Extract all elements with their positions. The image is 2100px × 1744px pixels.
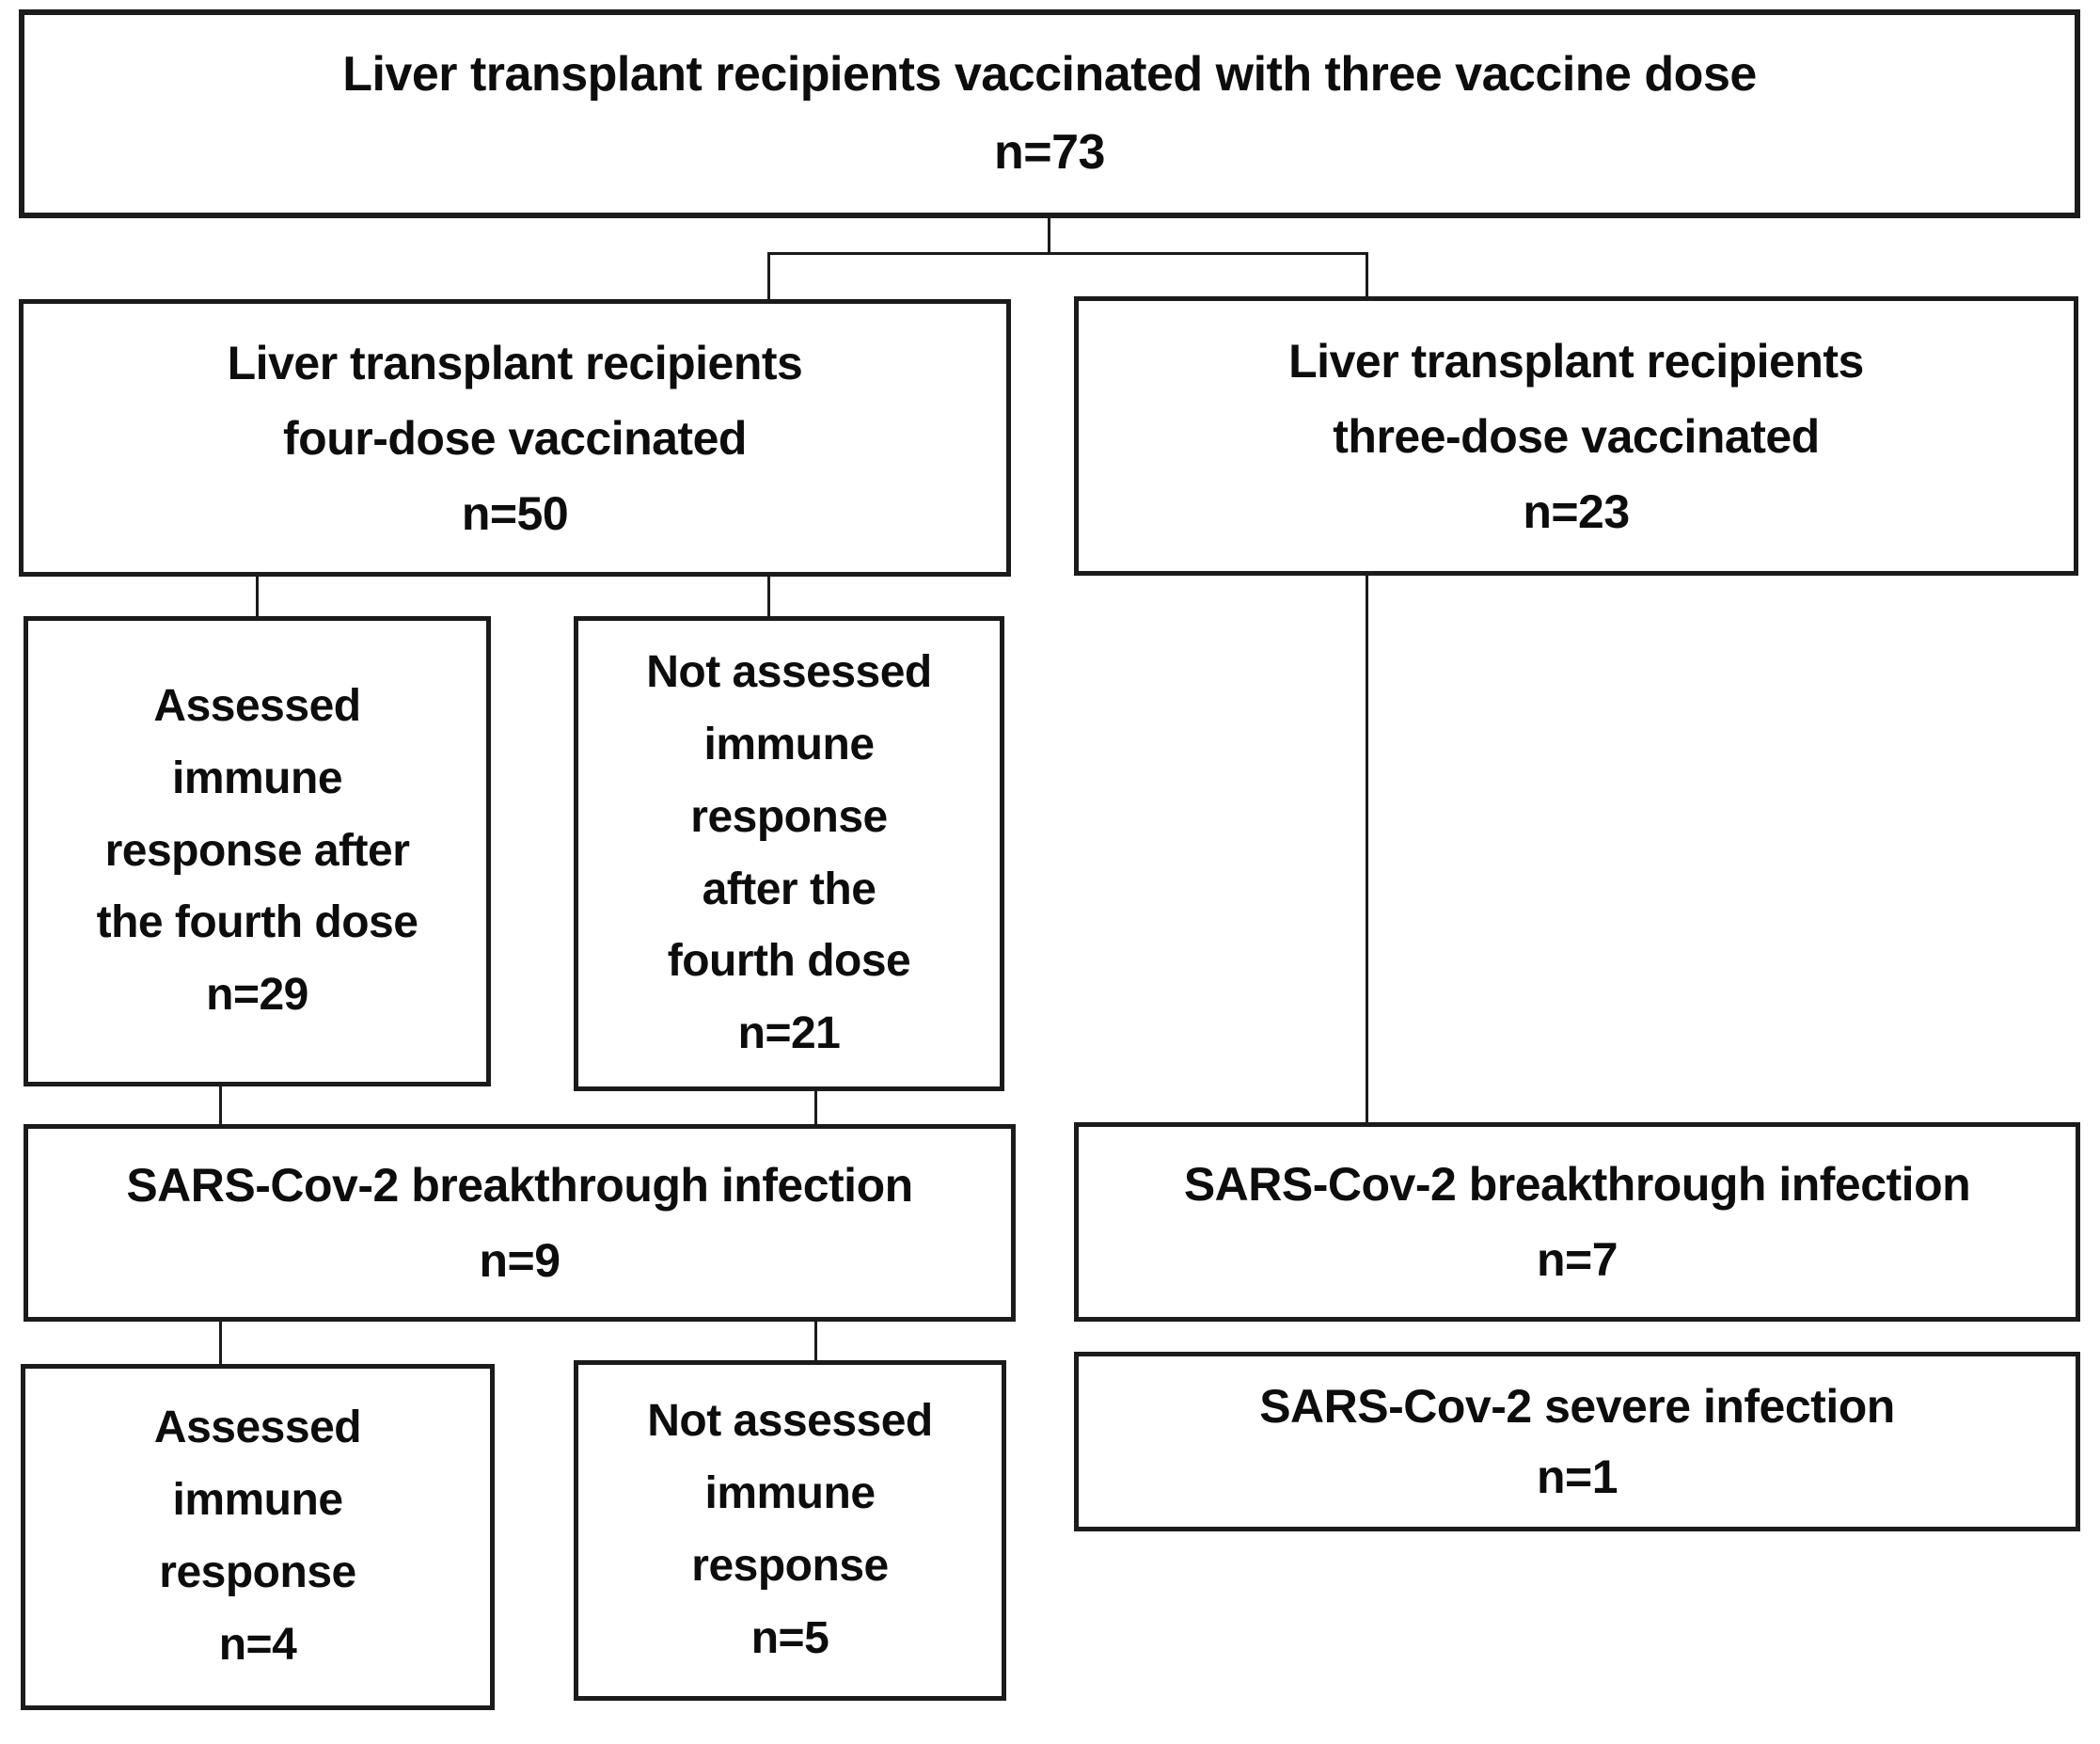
node-three-dose-vaccinated: Liver transplant recipients three-dose v… [1074,296,2078,576]
connector-not-assessed-to-breakthrough9 [814,1089,817,1126]
node-vaccinated-three-dose-total: Liver transplant recipients vaccinated w… [19,9,2080,218]
connector-top-split-stem [1048,217,1050,254]
connector-split-to-three-dose [1366,252,1368,298]
connector-top-split-bar [767,252,1368,255]
node-assessed-immune-response: Assessed immune response n=4 [21,1364,495,1710]
node-severe-infection: SARS-Cov-2 severe infection n=1 [1074,1352,2080,1531]
connector-four-dose-to-not-assessed [767,575,770,618]
connector-four-dose-to-assessed [256,575,259,618]
node-four-dose-vaccinated: Liver transplant recipients four-dose va… [19,299,1011,577]
node-breakthrough-infection-three-dose: SARS-Cov-2 breakthrough infection n=7 [1074,1122,2080,1322]
node-not-assessed-after-fourth-dose: Not assessed immune response after the f… [574,616,1004,1091]
node-breakthrough-infection-four-dose: SARS-Cov-2 breakthrough infection n=9 [24,1124,1016,1322]
connector-split-to-four-dose [767,252,770,301]
connector-assessed-to-breakthrough9 [219,1085,222,1126]
connector-breakthrough9-to-assessed4 [219,1320,222,1366]
connector-breakthrough9-to-not-assessed5 [814,1320,817,1362]
node-not-assessed-immune-response: Not assessed immune response n=5 [574,1360,1006,1701]
node-assessed-after-fourth-dose: Assessed immune response after the fourt… [24,616,491,1086]
connector-three-dose-to-breakthrough7 [1366,574,1368,1124]
